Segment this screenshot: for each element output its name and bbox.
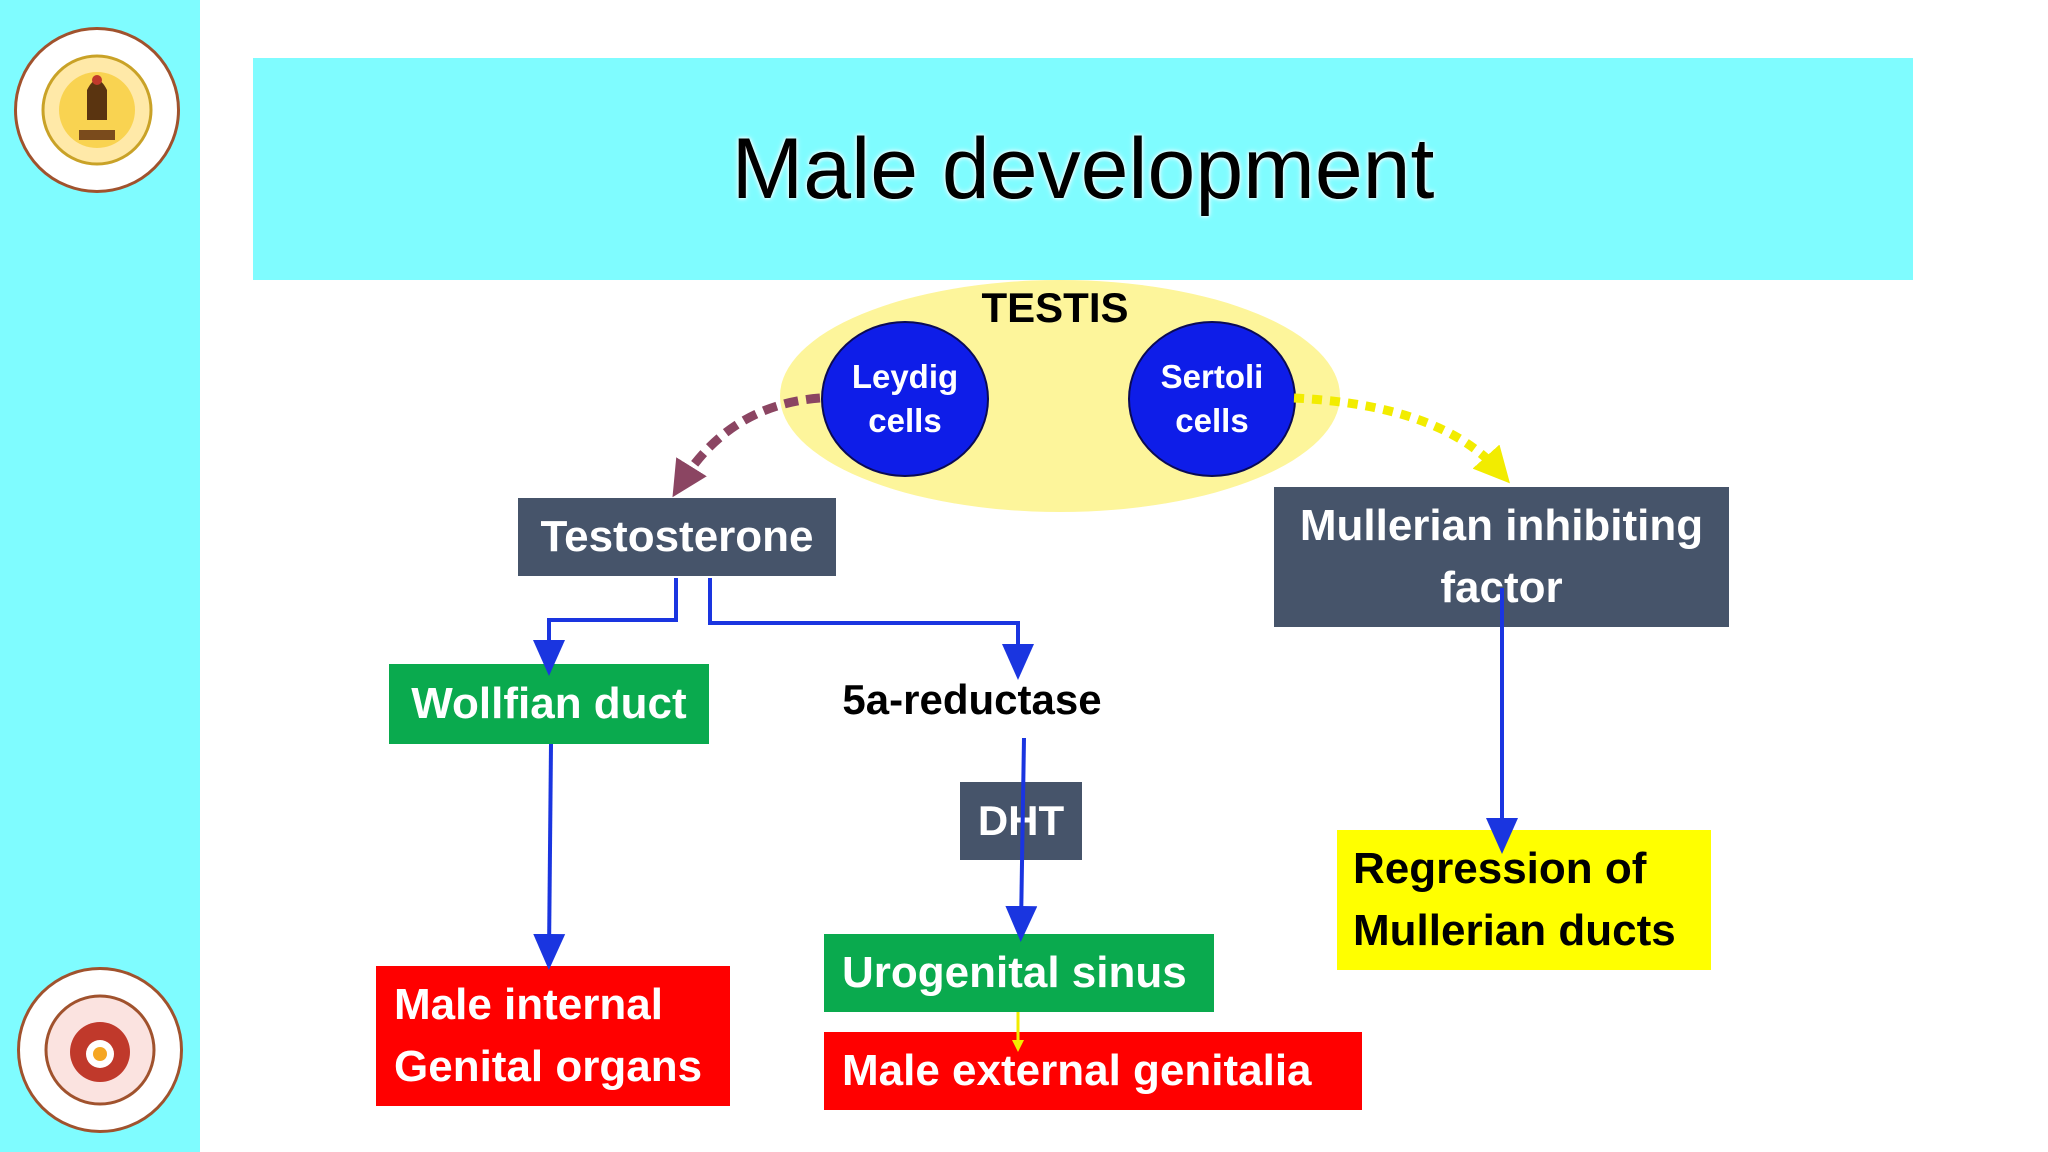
testis-label: TESTIS bbox=[981, 284, 1129, 331]
testosterone-to-wolffian-arrow bbox=[533, 578, 678, 676]
faculty-of-medicine-logo bbox=[14, 27, 180, 193]
sertoli-cells-node: Sertoli cells bbox=[1128, 321, 1296, 477]
assisted-reproduction-unit-logo bbox=[17, 967, 183, 1133]
urogenital-sinus-node: Urogenital sinus bbox=[824, 934, 1214, 1012]
wolffian-duct-node: Wollfian duct bbox=[389, 664, 709, 744]
leydig-to-testosterone-arrow bbox=[672, 393, 821, 498]
testosterone-node: Testosterone bbox=[518, 498, 836, 576]
reductase-to-urogenital-arrow bbox=[1005, 737, 1038, 942]
leydig-cells-node: Leydig cells bbox=[821, 321, 989, 477]
sidebar bbox=[0, 0, 200, 1152]
slide-title: Male development bbox=[731, 120, 1435, 217]
testosterone-to-reductase-arrow bbox=[708, 578, 1034, 680]
5a-reductase-label: 5a-reductase bbox=[842, 676, 1102, 723]
sertoli-to-mif-arrow bbox=[1293, 393, 1510, 484]
regression-of-mullerian-ducts-node: Regression of Mullerian ducts bbox=[1337, 830, 1711, 970]
title-banner: Male development bbox=[253, 58, 1913, 280]
male-external-genitalia-node: Male external genitalia bbox=[824, 1032, 1362, 1110]
male-internal-genital-organs-node: Male internal Genital organs bbox=[376, 966, 730, 1106]
wolffian-to-internal-arrow bbox=[533, 743, 566, 970]
